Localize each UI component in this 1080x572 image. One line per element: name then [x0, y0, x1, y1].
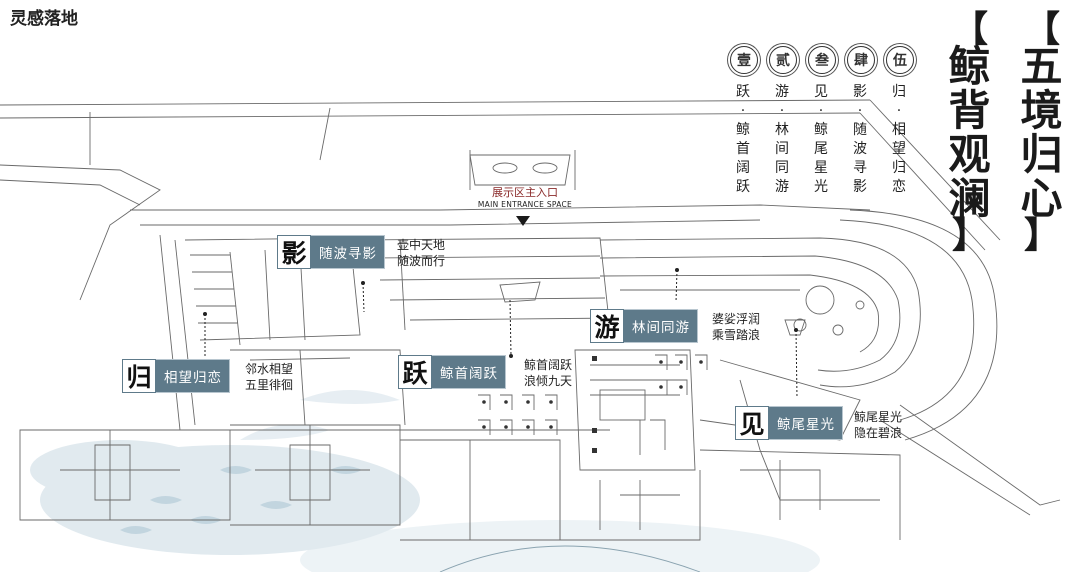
seq-char: 望	[892, 141, 906, 157]
entrance-marker-icon	[516, 216, 530, 226]
zone-yue-name: 鲸首阔跃	[440, 366, 498, 382]
seq-dot: ·	[779, 103, 785, 119]
seq-column-2: 游 · 林 间 同 游	[772, 83, 792, 197]
zone-yue-glyph: 跃	[398, 355, 432, 389]
zone-gui-glyph: 归	[122, 359, 156, 393]
seq-dot: ·	[857, 103, 863, 119]
seq-numeral-1: 壹	[730, 46, 758, 74]
seq-char: 跃	[736, 84, 750, 100]
title-primary-text: 五境归心	[1014, 44, 1063, 220]
zone-desc-line: 乘雪踏浪	[712, 328, 761, 342]
zone-gui-label: 归 相望归恋	[122, 359, 230, 393]
zone-jian-glyph: 见	[735, 406, 769, 440]
zone-jian-desc: 鲸尾星光 隐在碧浪	[854, 409, 902, 441]
seq-numeral-5: 伍	[886, 46, 914, 74]
zone-yue-label: 跃 鲸首阔跃	[398, 355, 506, 389]
zone-ying-glyph: 影	[277, 235, 311, 269]
zone-desc-line: 浪倾九天	[524, 374, 573, 388]
title-primary-close-bracket: 】	[1023, 214, 1060, 256]
zone-ying-desc: 壶中天地 随波而行	[397, 237, 445, 269]
seq-char: 尾	[814, 141, 828, 157]
zone-desc-line: 五里徘徊	[245, 378, 294, 392]
seq-char: 游	[775, 179, 789, 195]
zone-desc-line: 婆娑浮润	[712, 312, 761, 326]
zone-ying-label: 影 随波寻影	[277, 235, 385, 269]
zone-you-desc: 婆娑浮润 乘雪踏浪	[712, 311, 760, 343]
zone-desc-line: 随波而行	[397, 254, 446, 268]
title-secondary: 【 鲸背观澜 】	[942, 8, 996, 256]
title-primary-open-bracket: 【	[1023, 8, 1060, 50]
seq-dot: ·	[818, 103, 824, 119]
seq-char: 影	[853, 84, 867, 100]
seq-column-4: 影 · 随 波 寻 影	[850, 83, 870, 197]
seq-char: 影	[853, 179, 867, 195]
zone-desc-line: 邻水相望	[245, 362, 294, 376]
zone-jian-label: 见 鲸尾星光	[735, 406, 843, 440]
seq-char: 跃	[736, 179, 750, 195]
page-title: 灵感落地	[10, 9, 78, 29]
seq-char: 首	[736, 141, 750, 157]
seq-column-5: 归 · 相 望 归 恋	[889, 83, 909, 197]
seq-char: 归	[892, 160, 906, 176]
seq-char: 间	[775, 141, 789, 157]
leader-you	[675, 269, 678, 303]
zone-gui-desc: 邻水相望 五里徘徊	[245, 361, 293, 393]
seq-char: 恋	[892, 179, 906, 195]
seq-char: 归	[892, 84, 906, 100]
seq-column-1: 跃 · 鲸 首 阔 跃	[733, 83, 753, 197]
zone-desc-line: 隐在碧浪	[854, 426, 903, 440]
seq-char: 随	[853, 122, 867, 138]
zone-desc-line: 鲸尾星光	[854, 410, 903, 424]
seq-char: 鲸	[736, 122, 750, 138]
title-primary: 【 五境归心 】	[1014, 8, 1068, 256]
leader-dots	[203, 268, 798, 358]
seq-dot: ·	[896, 103, 902, 119]
leader-jian	[795, 329, 798, 399]
zone-ying-name: 随波寻影	[319, 246, 377, 262]
stair-markers	[482, 333, 703, 453]
seq-char: 星	[814, 160, 828, 176]
seq-char: 寻	[853, 160, 867, 176]
zone-you-name: 林间同游	[632, 320, 690, 336]
seq-dot: ·	[740, 103, 746, 119]
plan-linework	[0, 99, 1061, 572]
seq-numeral-2: 贰	[769, 46, 797, 74]
seq-char: 光	[814, 179, 828, 195]
entrance-sublabel: MAIN ENTRANCE SPACE	[477, 200, 573, 209]
title-secondary-open-bracket: 【	[951, 8, 988, 50]
seq-numeral-4: 肆	[847, 46, 875, 74]
seq-char: 阔	[736, 160, 750, 176]
seq-char: 林	[775, 122, 789, 138]
seq-char: 游	[775, 84, 789, 100]
seq-char: 波	[853, 141, 867, 157]
seq-char: 相	[892, 122, 906, 138]
zone-you-label: 游 林间同游	[590, 309, 698, 343]
zone-gui-name: 相望归恋	[164, 370, 222, 386]
water-wash	[30, 390, 820, 572]
seq-char: 同	[775, 160, 789, 176]
seq-char: 鲸	[814, 122, 828, 138]
leader-ying	[362, 282, 365, 313]
zone-you-glyph: 游	[590, 309, 624, 343]
seq-char: 见	[814, 84, 828, 100]
zone-yue-desc: 鲸首阔跃 浪倾九天	[524, 357, 572, 389]
zone-jian-name: 鲸尾星光	[777, 417, 835, 433]
entrance-label: 展示区主入口	[492, 186, 558, 199]
zone-desc-line: 鲸首阔跃	[524, 358, 573, 372]
title-secondary-text: 鲸背观澜	[942, 44, 991, 220]
leader-lines	[204, 269, 798, 399]
seq-column-3: 见 · 鲸 尾 星 光	[811, 83, 831, 197]
leader-yue	[509, 299, 512, 357]
title-secondary-close-bracket: 】	[951, 214, 988, 256]
zone-desc-line: 壶中天地	[397, 238, 446, 252]
seq-numeral-3: 叁	[808, 46, 836, 74]
